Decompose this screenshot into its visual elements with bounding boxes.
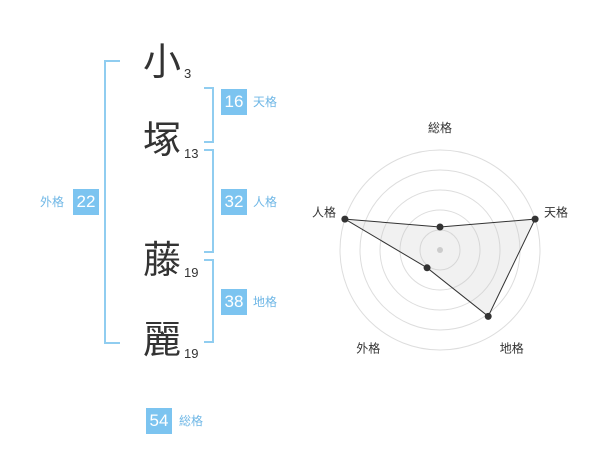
name-char-2: 塚 (142, 118, 181, 162)
name-char-3: 藤 (142, 238, 181, 282)
stroke-count-1: 3 (184, 66, 192, 81)
gaikaku-label: 外格 (40, 195, 65, 209)
chikaku-badge: 38 (221, 289, 247, 315)
radar-point (484, 312, 492, 320)
radar-ring (379, 189, 501, 311)
radar-ring (399, 209, 481, 291)
soukaku-badge: 54 (146, 408, 172, 434)
radar-axis-label: 人格 (312, 204, 336, 219)
radar-point (436, 223, 444, 231)
chikaku-bracket (204, 259, 214, 343)
stroke-count-4: 19 (184, 346, 199, 361)
gaikaku-badge: 22 (73, 189, 99, 215)
gaikaku-bracket (104, 60, 120, 344)
chikaku-label: 地格 (253, 295, 278, 309)
jinkaku-bracket (204, 149, 214, 253)
radar-axis-label: 地格 (500, 341, 524, 356)
radar-series-polygon (344, 218, 536, 318)
name-char-4: 麗 (142, 318, 181, 362)
jinkaku-badge: 32 (221, 189, 247, 215)
name-char-1: 小 (142, 40, 181, 84)
tenkaku-label: 天格 (253, 95, 278, 109)
radar-axis-label: 外格 (356, 341, 380, 356)
radar-point (423, 264, 431, 272)
jinkaku-label: 人格 (253, 195, 278, 209)
soukaku-label: 総格 (179, 414, 204, 428)
stroke-count-3: 19 (184, 265, 199, 280)
radar-axis-label: 天格 (544, 204, 568, 219)
tenkaku-bracket (204, 87, 214, 143)
tenkaku-badge: 16 (221, 89, 247, 115)
radar-point (531, 215, 539, 223)
radar-axis-label: 総格 (428, 120, 452, 135)
radar-ring (339, 149, 541, 351)
stroke-count-2: 13 (184, 146, 199, 161)
radar-point (341, 215, 349, 223)
radar-center-dot (437, 247, 443, 253)
